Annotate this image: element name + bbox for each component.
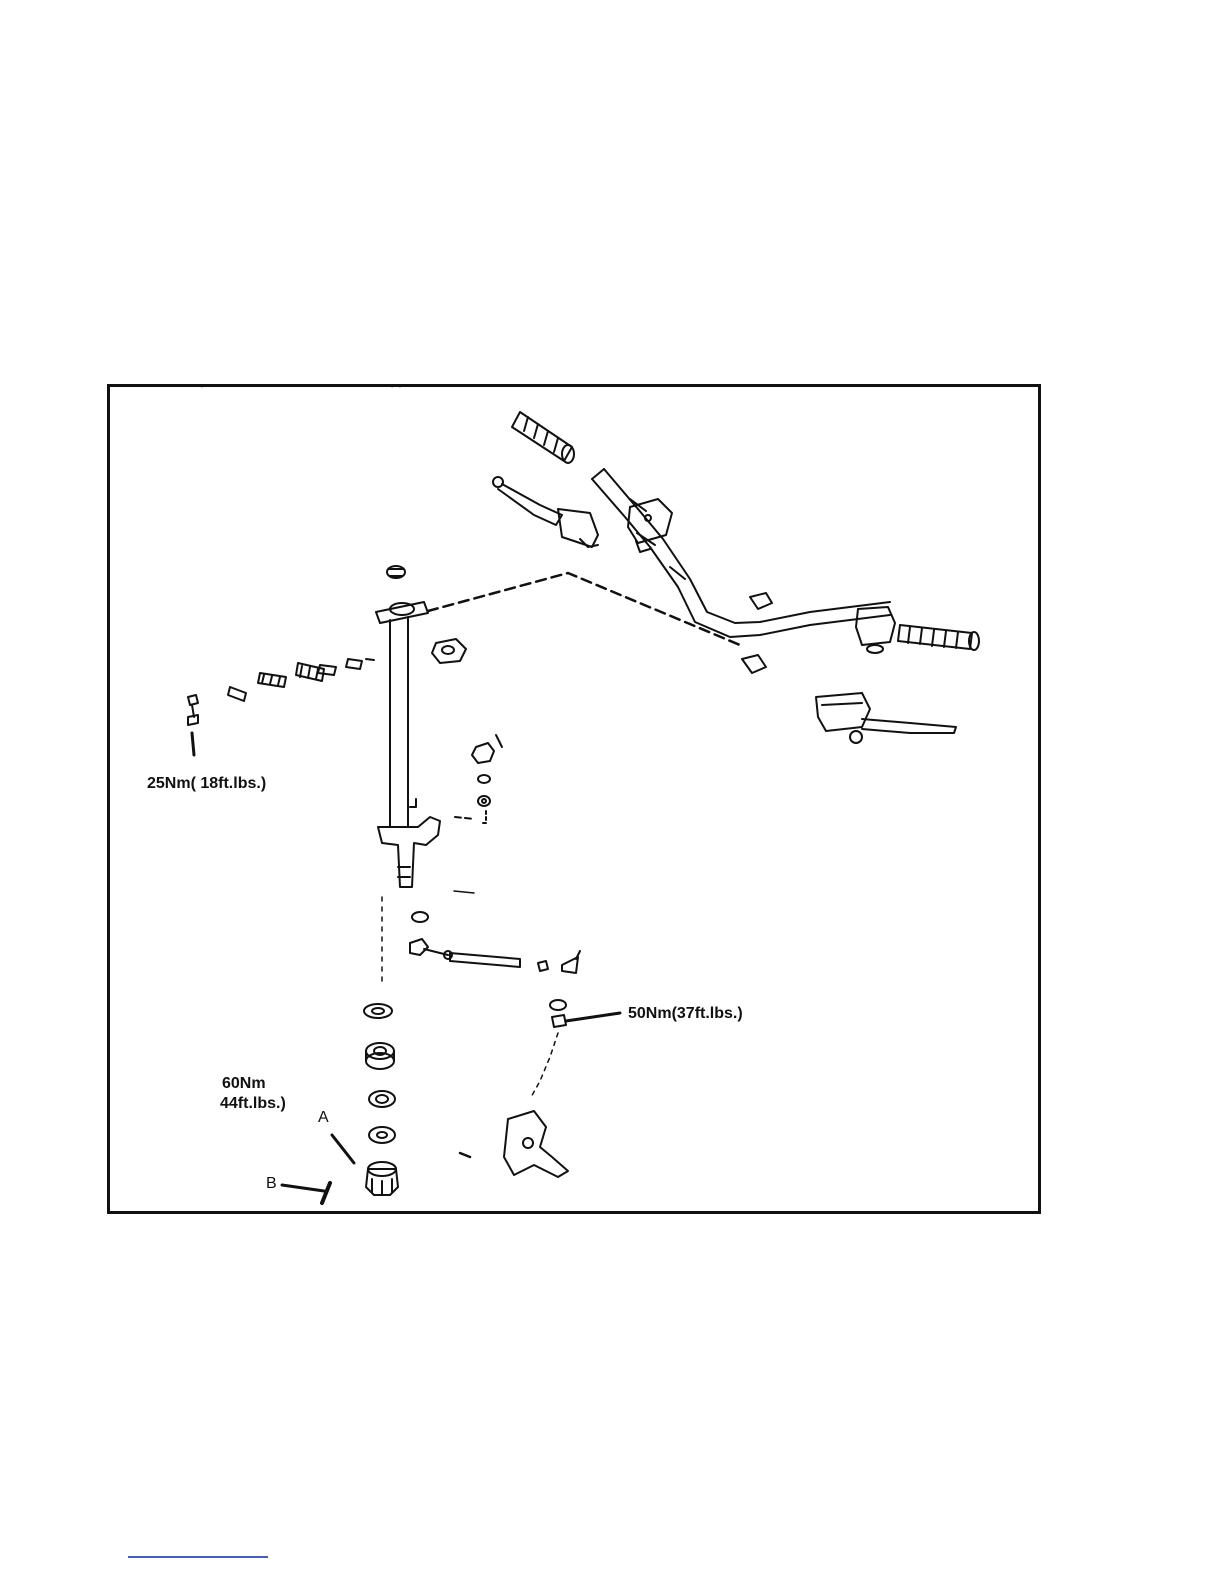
left-grip bbox=[512, 412, 574, 463]
left-brake-lever bbox=[493, 477, 598, 547]
bolt-b bbox=[322, 1183, 330, 1203]
right-grip bbox=[898, 625, 979, 650]
torque-label-25nm: 25Nm( 18ft.lbs.) bbox=[147, 775, 266, 793]
bearing-stack bbox=[364, 897, 398, 1195]
nut-washer-stack bbox=[455, 735, 502, 823]
callout-b: B bbox=[266, 1175, 277, 1193]
leader-b bbox=[282, 1185, 324, 1191]
callout-a: A bbox=[318, 1109, 329, 1127]
shaft-cap-collar bbox=[432, 639, 466, 663]
right-switch-housing bbox=[856, 607, 895, 653]
leader-25nm bbox=[192, 733, 194, 755]
torque-label-60nm-line1: 60Nm bbox=[222, 1075, 266, 1093]
torque-label-50nm: 50Nm(37ft.lbs.) bbox=[628, 1005, 743, 1023]
steering-knuckle bbox=[460, 1000, 568, 1177]
handlebar bbox=[592, 469, 890, 637]
steering-shaft bbox=[376, 566, 440, 887]
diagram-frame: 25Nm( 18ft.lbs.) 50Nm(37ft.lbs.) 60Nm 44… bbox=[107, 384, 1041, 1214]
small-hardware-row bbox=[188, 659, 374, 725]
footer-link-underline bbox=[128, 1556, 268, 1558]
tie-rod bbox=[410, 891, 580, 973]
leader-50nm bbox=[566, 1013, 620, 1021]
torque-label-60nm-line2: 44ft.lbs.) bbox=[220, 1095, 286, 1113]
right-master-cylinder bbox=[816, 693, 956, 743]
leader-a bbox=[332, 1135, 354, 1163]
